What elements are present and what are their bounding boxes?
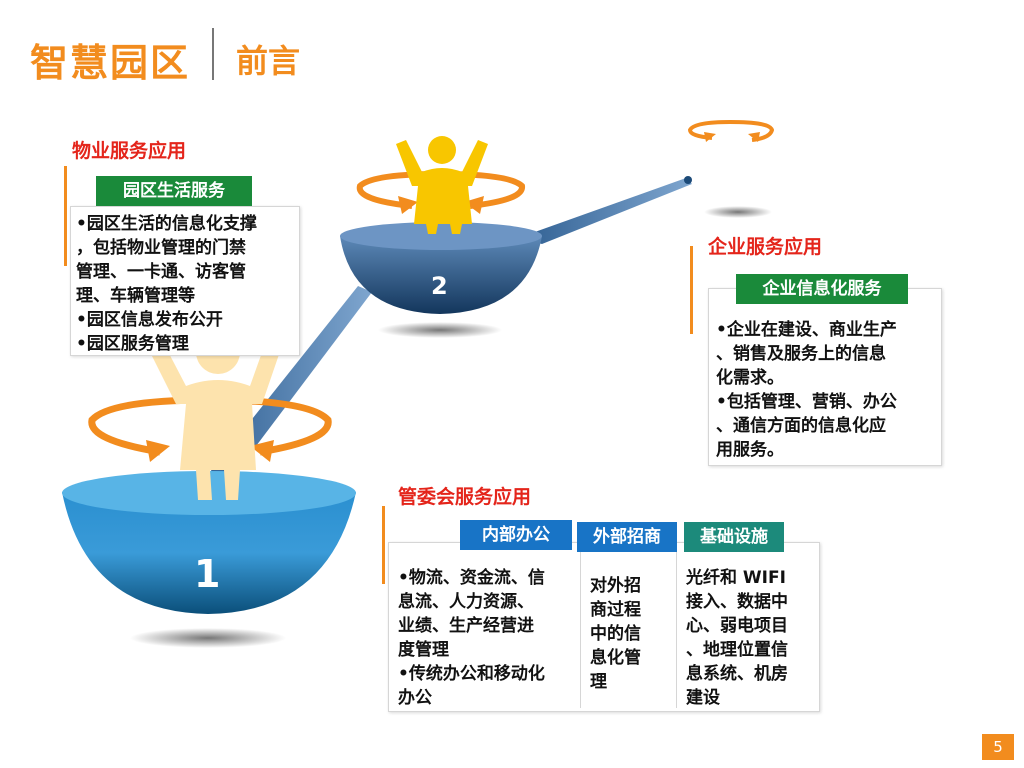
committee-col2-line: 中的信: [590, 622, 641, 646]
enterprise-line: •包括管理、营销、办公: [716, 390, 897, 414]
committee-col3-line: 建设: [686, 686, 788, 710]
committee-col1-line: •传统办公和移动化: [398, 662, 545, 686]
enterprise-line: •企业在建设、商业生产: [716, 318, 897, 342]
property-section-title: 物业服务应用: [72, 136, 186, 163]
page-number: 5: [982, 734, 1014, 760]
committee-col3-text: 光纤和 WIFI 接入、数据中 心、弱电项目 、地理位置信 息系统、机房 建设: [686, 566, 788, 710]
committee-col3-line: 光纤和 WIFI: [686, 566, 788, 590]
enterprise-line: 、通信方面的信息化应: [716, 414, 897, 438]
property-line: 理、车辆管理等: [76, 284, 257, 308]
committee-col1-line: 办公: [398, 686, 545, 710]
committee-col1-line: 业绩、生产经营进: [398, 614, 545, 638]
property-line: •园区服务管理: [76, 332, 257, 356]
tab-infrastructure: 基础设施: [684, 522, 784, 552]
committee-col3-line: 心、弱电项目: [686, 614, 788, 638]
committee-col1-line: •物流、资金流、信: [398, 566, 545, 590]
property-line: •园区生活的信息化支撑: [76, 212, 257, 236]
committee-col3-line: 接入、数据中: [686, 590, 788, 614]
property-line: ，包括物业管理的门禁: [76, 236, 257, 260]
committee-col3-line: 、地理位置信: [686, 638, 788, 662]
enterprise-tag: 企业信息化服务: [736, 274, 908, 304]
property-line: 管理、一卡通、访客管: [76, 260, 257, 284]
bowl-1-shadow: [130, 628, 286, 648]
enterprise-text: •企业在建设、商业生产 、销售及服务上的信息 化需求。 •包括管理、营销、办公 …: [716, 318, 897, 462]
committee-section-title: 管委会服务应用: [398, 482, 531, 509]
committee-col2-line: 对外招: [590, 574, 641, 598]
committee-col1-text: •物流、资金流、信 息流、人力资源、 业绩、生产经营进 度管理 •传统办公和移动…: [398, 566, 545, 710]
committee-accent-bar: [382, 506, 385, 584]
tab-external-investment: 外部招商: [577, 522, 677, 552]
committee-col2-line: 理: [590, 670, 641, 694]
committee-col2-line: 息化管: [590, 646, 641, 670]
bowl-1-number: 1: [194, 552, 220, 596]
bowl-2-shadow: [378, 322, 502, 338]
enterprise-line: 、销售及服务上的信息: [716, 342, 897, 366]
enterprise-line: 化需求。: [716, 366, 897, 390]
bowl-3-shadow: [704, 206, 772, 218]
enterprise-line: 用服务。: [716, 438, 897, 462]
committee-col2-line: 商过程: [590, 598, 641, 622]
bowl-2-number: 2: [431, 272, 448, 300]
person-figure-2: [396, 136, 488, 234]
committee-col2-text: 对外招 商过程 中的信 息化管 理: [590, 574, 641, 694]
tab-internal-office: 内部办公: [460, 520, 572, 550]
column-divider: [676, 552, 677, 708]
column-divider: [580, 552, 581, 708]
property-text: •园区生活的信息化支撑 ，包括物业管理的门禁 管理、一卡通、访客管 理、车辆管理…: [76, 212, 257, 356]
property-line: •园区信息发布公开: [76, 308, 257, 332]
enterprise-section-title: 企业服务应用: [708, 232, 822, 259]
committee-col1-line: 度管理: [398, 638, 545, 662]
property-tag: 园区生活服务: [96, 176, 252, 206]
committee-col3-line: 息系统、机房: [686, 662, 788, 686]
committee-col1-line: 息流、人力资源、: [398, 590, 545, 614]
property-accent-bar: [64, 166, 67, 266]
ramp-upper: [518, 178, 692, 244]
enterprise-accent-bar: [690, 246, 693, 334]
